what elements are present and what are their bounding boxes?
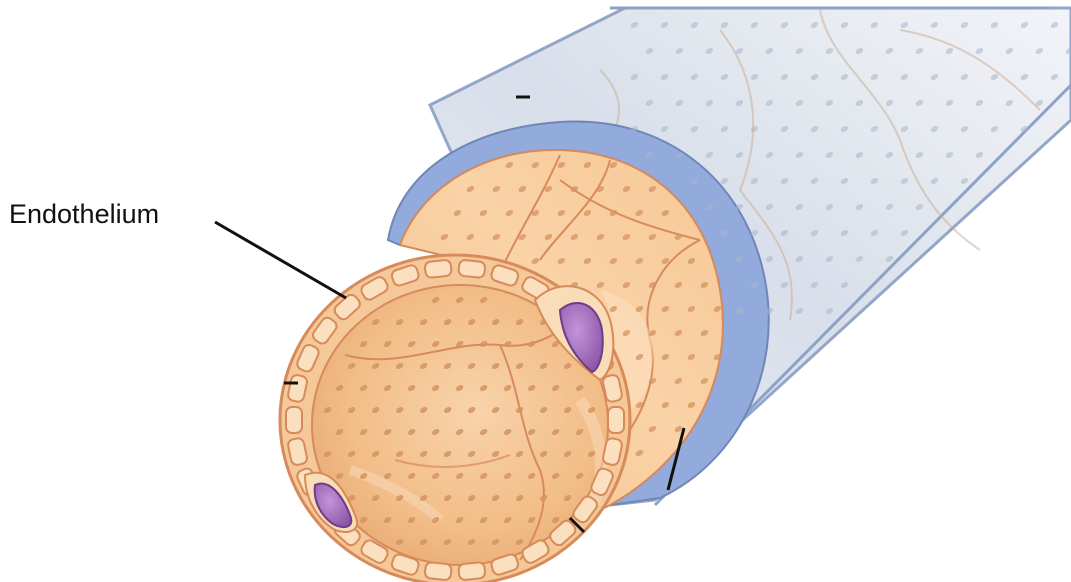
endothelium-leader-line bbox=[215, 222, 346, 298]
endothelium-label: Endothelium bbox=[9, 199, 159, 230]
rim-cell-segment bbox=[458, 562, 486, 581]
rim-cell-segment bbox=[424, 562, 452, 581]
rim-cell-segment bbox=[608, 407, 624, 433]
rim-cell-segment bbox=[424, 260, 452, 279]
rim-cell-segment bbox=[458, 260, 486, 279]
rim-cell-segment bbox=[286, 407, 302, 433]
